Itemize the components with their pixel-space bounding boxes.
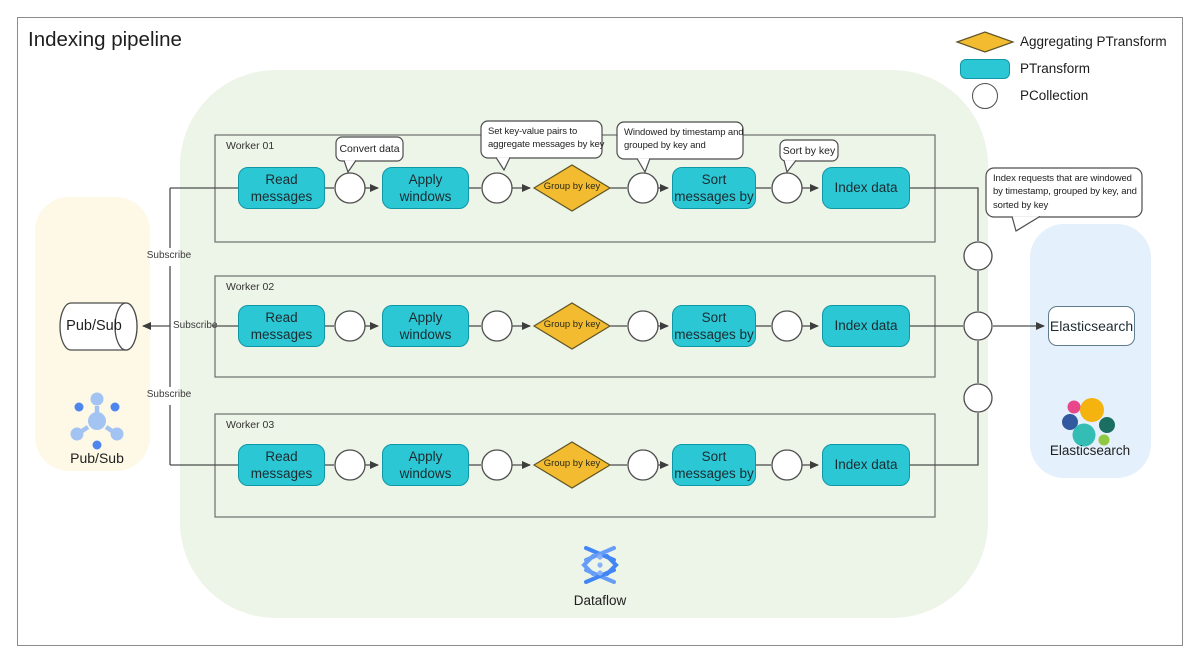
group-by-key-diamond [532, 164, 612, 212]
pcollection-circle [627, 310, 659, 342]
worker-2-label: Worker 02 [226, 281, 275, 293]
index-data-node: Index data [822, 444, 910, 486]
callout-index-requests: Index requests that are windowed by time… [993, 173, 1137, 211]
page-title: Indexing pipeline [28, 28, 182, 51]
index-data-node: Index data [822, 167, 910, 209]
pcollection-circle [627, 449, 659, 481]
legend-label-aggregating-ptransform: Aggregating PTransform [1020, 34, 1167, 49]
pubsub-icon [70, 392, 124, 450]
callout-bubble-index-requests [985, 167, 1143, 218]
callout-bubble-set-kv [480, 120, 603, 159]
read-messages-node: Read messages [238, 305, 325, 347]
pcollection-circle [334, 172, 366, 204]
pcollection-circle [481, 172, 513, 204]
worker-3-label: Worker 03 [226, 419, 275, 431]
legend-ptransform-icon [960, 59, 1010, 79]
apply-windows-node: Apply windows [382, 444, 469, 486]
pcollection-circle [627, 172, 659, 204]
group-by-key-diamond [532, 441, 612, 489]
read-messages-node: Read messages [238, 444, 325, 486]
group-by-key-label: Group by key [543, 458, 601, 469]
callout-bubble-windowed [616, 121, 744, 160]
legend-diamond-icon [955, 31, 1015, 53]
group-by-key-label: Group by key [543, 181, 601, 192]
elasticsearch-icon-label: Elasticsearch [1049, 443, 1131, 458]
pcollection-circle [334, 310, 366, 342]
pubsub-icon-label: Pub/Sub [70, 450, 124, 466]
pcollection-circle [963, 383, 993, 413]
read-messages-node: Read messages [238, 167, 325, 209]
callout-convert-data: Convert data [339, 143, 400, 155]
sort-messages-node: Sort messages by [672, 167, 756, 209]
index-data-node: Index data [822, 305, 910, 347]
pubsub-cylinder-label: Pub/Sub [66, 318, 122, 334]
callout-bubble-convert [335, 136, 404, 162]
diagram-frame [17, 17, 1183, 646]
sort-messages-node: Sort messages by [672, 305, 756, 347]
apply-windows-node: Apply windows [382, 167, 469, 209]
subscribe-label-1: Subscribe [146, 250, 192, 261]
legend-pcollection-icon [972, 83, 998, 109]
elasticsearch-node: Elasticsearch [1048, 306, 1135, 346]
pcollection-circle [963, 241, 993, 271]
dataflow-icon-label: Dataflow [573, 593, 627, 608]
callout-windowed: Windowed by timestamp and grouped by key… [624, 127, 744, 152]
elasticsearch-icon [1062, 398, 1115, 447]
pcollection-circle [481, 449, 513, 481]
legend-label-pcollection: PCollection [1020, 88, 1089, 103]
pcollection-circle [963, 311, 993, 341]
pcollection-circle [334, 449, 366, 481]
subscribe-label-3: Subscribe [146, 389, 192, 400]
dataflow-icon [581, 546, 619, 584]
callout-bubble-sort-key [779, 139, 839, 162]
pcollection-circle [771, 449, 803, 481]
pcollection-circle [771, 310, 803, 342]
subscribe-label-2: Subscribe [173, 320, 218, 331]
sort-messages-node: Sort messages by [672, 444, 756, 486]
group-by-key-label: Group by key [543, 319, 601, 330]
callout-sort-by-key: Sort by key [782, 144, 836, 157]
pcollection-circle [481, 310, 513, 342]
pcollection-circle [771, 172, 803, 204]
group-by-key-diamond [532, 302, 612, 350]
legend-label-ptransform: PTransform [1020, 61, 1091, 76]
worker-1-label: Worker 01 [226, 140, 275, 152]
callout-set-key-value: Set key-value pairs to aggregate message… [488, 126, 605, 151]
apply-windows-node: Apply windows [382, 305, 469, 347]
